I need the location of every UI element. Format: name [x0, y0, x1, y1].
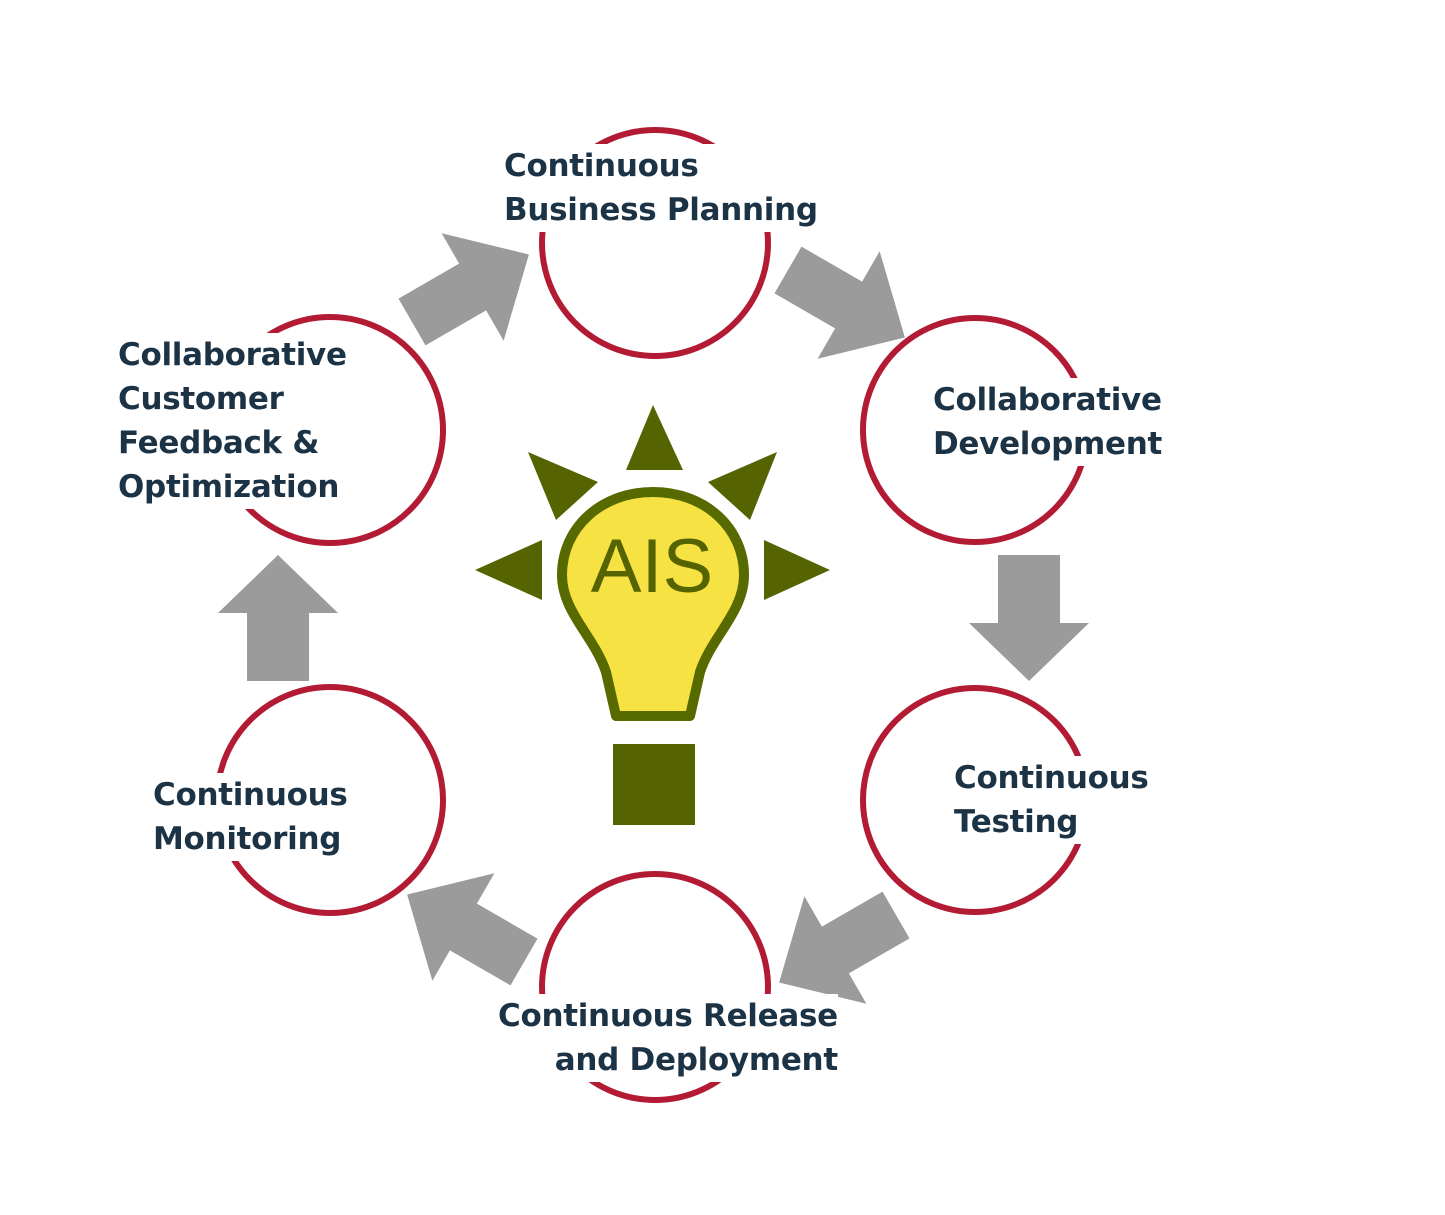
lightbulb-icon: AIS [475, 405, 830, 825]
ray-top [626, 405, 683, 470]
ray-upper-right [708, 452, 777, 520]
ray-right [764, 540, 830, 600]
stage-label-line: Optimization [118, 469, 340, 505]
arrow-testing-to-release [779, 891, 910, 1004]
stage-label-line: Customer [118, 381, 284, 417]
stage-label-line: Continuous [153, 777, 348, 813]
bulb-base [613, 744, 695, 825]
ray-left [475, 540, 542, 600]
stage-label-line: Collaborative [118, 337, 347, 373]
ring-release-deployment [539, 871, 771, 1103]
arrow-planning-to-development [774, 246, 905, 359]
flow-arrows [218, 233, 1089, 1004]
bulb-label: AIS [591, 524, 714, 609]
bulb-glass [557, 487, 749, 721]
stage-label-line: Monitoring [153, 821, 342, 857]
stage-label-release-deployment: Continuous Release and Deployment [498, 994, 838, 1082]
arrow-monitoring-to-feedback [218, 555, 338, 681]
arrow-feedback-to-planning [398, 233, 529, 346]
stage-label-line: Feedback & [118, 425, 320, 461]
stage-label-line: Development [933, 426, 1163, 462]
stage-label-line: Business Planning [504, 192, 818, 228]
stage-label-line: Continuous [504, 148, 699, 184]
stage-label-line: and Deployment [554, 1042, 838, 1078]
stage-label-business-planning: Continuous Business Planning [504, 144, 818, 232]
bulb-rays [475, 405, 830, 600]
stage-label-continuous-testing: Continuous Testing [954, 756, 1149, 844]
arrow-development-to-testing [969, 555, 1089, 681]
stage-label-continuous-monitoring: Continuous Monitoring [153, 773, 348, 861]
stage-label-line: Collaborative [933, 382, 1162, 418]
stage-label-line: Continuous Release [498, 998, 838, 1034]
stage-label-collaborative-development: Collaborative Development [933, 378, 1162, 466]
arrow-release-to-monitoring [407, 873, 538, 986]
ring-business-planning [539, 127, 771, 359]
stage-label-line: Testing [954, 804, 1079, 840]
stage-label-line: Continuous [954, 760, 1149, 796]
stage-label-customer-feedback: Collaborative Customer Feedback & Optimi… [118, 333, 347, 509]
ray-upper-left [528, 452, 598, 520]
